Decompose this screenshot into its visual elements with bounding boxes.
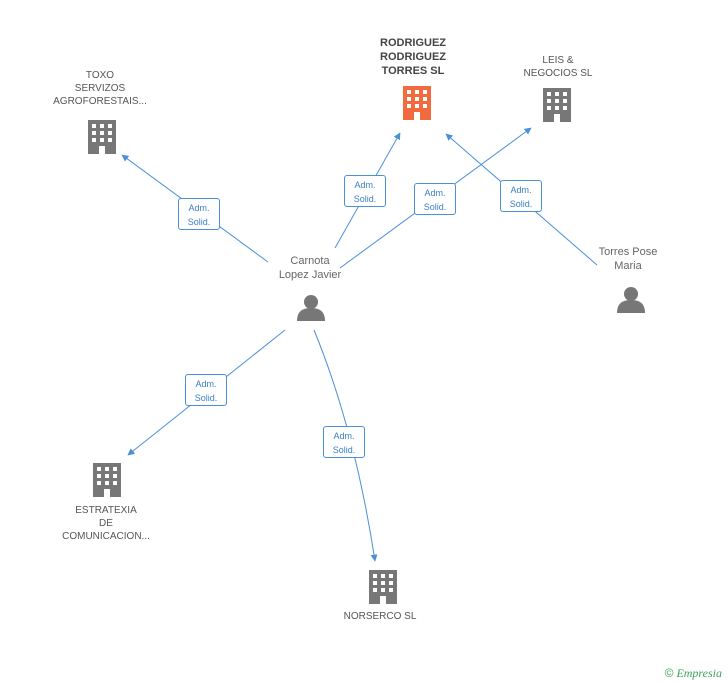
torres-person-icon[interactable] (617, 287, 645, 313)
torres-person-label[interactable]: Torres Pose Maria (598, 246, 658, 272)
norserco-building-icon[interactable] (369, 570, 397, 604)
relation-badge-carnota-estratexia[interactable]: Adm. Solid. (185, 374, 227, 406)
carnota-person-label[interactable]: Carnota Lopez Javier (278, 255, 342, 281)
relation-badge-carnota-leis[interactable]: Adm. Solid. (414, 183, 456, 215)
relation-type: Solid. (509, 199, 533, 209)
brand-name: Empresia (676, 666, 722, 680)
estratexia-building-icon[interactable] (93, 463, 121, 497)
main-building-icon[interactable] (403, 86, 431, 120)
leis-company-label[interactable]: LEIS & NEGOCIOS SL (523, 55, 593, 79)
norserco-company-label[interactable]: NORSERCO SL (343, 611, 417, 622)
relation-role: Adm. (195, 379, 217, 389)
relation-badge-torres-main[interactable]: Adm. Solid. (500, 180, 542, 212)
estratexia-company-label[interactable]: ESTRATEXIA DE COMUNICACION... (62, 505, 150, 542)
empresia-logo[interactable]: ©Empresia (665, 666, 722, 681)
relation-type: Solid. (353, 194, 377, 204)
relation-type: Solid. (423, 202, 447, 212)
relation-role: Adm. (333, 431, 355, 441)
relation-type: Solid. (332, 445, 356, 455)
toxo-building-icon[interactable] (88, 120, 116, 154)
relation-type: Solid. (194, 393, 218, 403)
leis-building-icon[interactable] (543, 88, 571, 122)
relation-role: Adm. (354, 180, 376, 190)
copyright-icon: © (664, 666, 674, 680)
toxo-company-label[interactable]: TOXO SERVIZOS AGROFORESTAIS... (53, 70, 147, 107)
relation-role: Adm. (510, 185, 532, 195)
relation-badge-carnota-main[interactable]: Adm. Solid. (344, 175, 386, 207)
main-company-label[interactable]: RODRIGUEZ RODRIGUEZ TORRES SL (380, 37, 446, 77)
relation-role: Adm. (424, 188, 446, 198)
relation-badge-carnota-toxo[interactable]: Adm. Solid. (178, 198, 220, 230)
relation-badge-carnota-norserco[interactable]: Adm. Solid. (323, 426, 365, 458)
relation-type: Solid. (187, 217, 211, 227)
carnota-person-icon[interactable] (297, 295, 325, 321)
relation-role: Adm. (188, 203, 210, 213)
